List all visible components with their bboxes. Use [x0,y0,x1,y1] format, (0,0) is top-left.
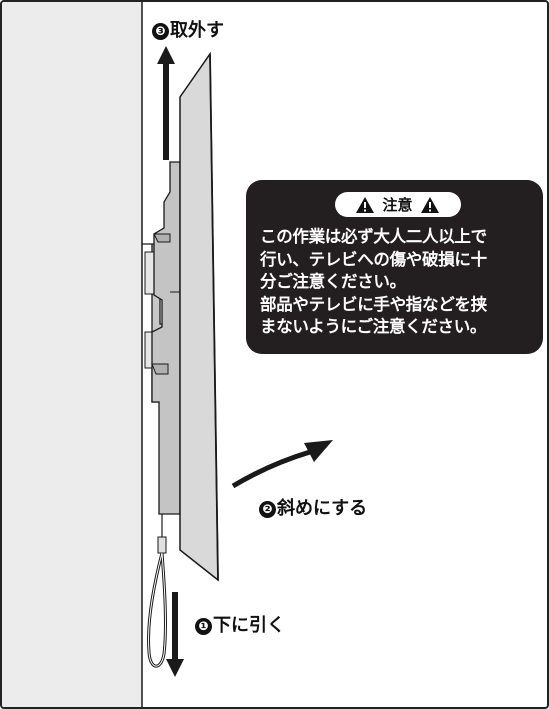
caution-line: まないようにご注意ください。 [260,317,487,336]
curved-arrow-icon [231,449,311,489]
cord-clip [157,536,167,554]
warning-icon [356,196,375,213]
caution-line: この作業は必ず大人二人以上で [260,227,487,246]
caution-line: 分ご注意ください。 [260,272,406,291]
step-1-number: ❶ [195,618,212,635]
step-1-text: 下に引く [213,615,285,636]
caution-header: 注意 [334,192,461,217]
tv-bracket-hook [151,363,169,375]
caution-line: 部品やテレビに手や指などを挟 [260,294,487,314]
caution-title: 注意 [382,196,413,214]
curved-arrow-head [304,440,333,462]
pull-loop-inner [148,552,166,667]
tv-bracket-hook [153,233,171,243]
arrow-down-icon [166,592,184,677]
caution-line: 行い、テレビへの傷や破損に十 [260,249,487,269]
step-2-text: 斜めにする [277,498,368,519]
tv-panel-edge [209,53,219,581]
arrow-up-icon [157,46,175,160]
caution-box: 注意 この作業は必ず大人二人以上で 行い、テレビへの傷や破損に十 分ご注意くださ… [246,180,543,354]
step-2-number: ❷ [259,501,276,518]
step-3-number: ❸ [152,23,169,40]
warning-icon [420,196,439,213]
wall [2,2,142,707]
tv-bracket [151,161,181,515]
step-3-text: 取外す [170,20,224,41]
tv-panel [179,51,219,582]
